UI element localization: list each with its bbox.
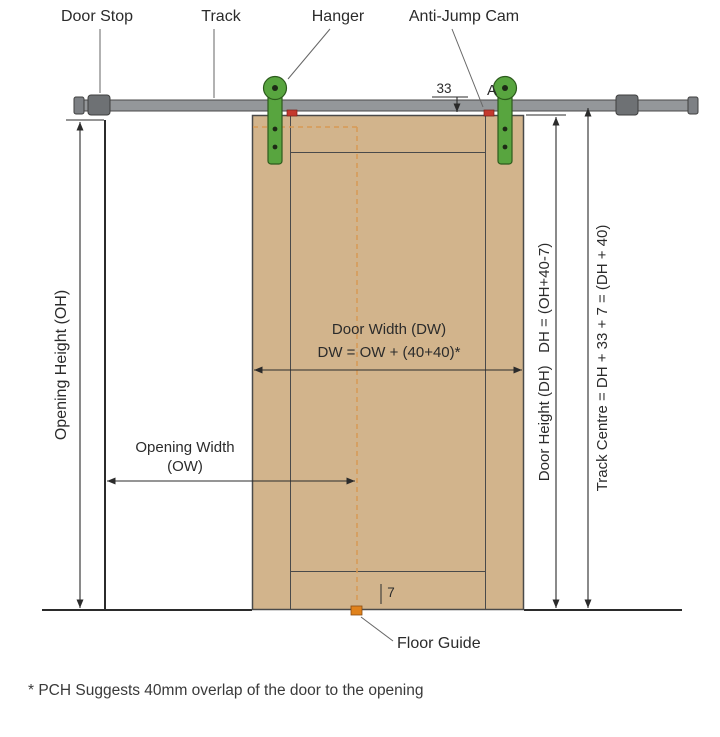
- hanger-left: [262, 75, 288, 165]
- opening-height-label: Opening Height (OH): [53, 290, 70, 440]
- floor-guide-label: Floor Guide: [397, 635, 481, 652]
- hanger-right-bolt-2: [502, 144, 508, 150]
- hanger-left-bolt-1: [272, 126, 278, 132]
- door-height-label: Door Height (DH) DH = (OH+40-7): [536, 243, 553, 481]
- opening-width-label-1: Opening Width: [135, 439, 234, 456]
- anti-jump-cam-leader: [451, 28, 484, 108]
- hanger-label: Hanger: [312, 8, 365, 25]
- door-stop-label: Door Stop: [61, 8, 133, 25]
- door-stop-left: [87, 94, 111, 116]
- footnote-text: * PCH Suggests 40mm overlap of the door …: [28, 682, 424, 699]
- anti-jump-cam-label: Anti-Jump Cam: [409, 8, 519, 25]
- hanger-left-bolt-2: [272, 144, 278, 150]
- track-centre-label: Track Centre = DH + 33 + 7 = (DH + 40): [594, 225, 611, 492]
- opening-width-label-2: (OW): [167, 458, 203, 475]
- hanger-right: [492, 75, 518, 165]
- anti-jump-cam-left: [286, 109, 298, 117]
- track-label: Track: [201, 8, 241, 25]
- door-panel: [251, 114, 525, 611]
- door-width-label-2: DW = OW + (40+40)*: [318, 344, 461, 361]
- door-width-label-1: Door Width (DW): [332, 321, 446, 338]
- track-end-cap-right: [687, 96, 699, 115]
- track-end-cap-left: [73, 96, 85, 115]
- dim-33-value: 33: [436, 81, 451, 96]
- hanger-right-wheel-hub: [502, 85, 508, 91]
- floor-guide-leader: [360, 616, 394, 642]
- floor-clearance-value: 7: [387, 585, 395, 600]
- hanger-left-wheel-hub: [272, 85, 278, 91]
- hanger-right-bolt-1: [502, 126, 508, 132]
- track-rail: [75, 99, 697, 112]
- door-stop-right: [615, 94, 639, 116]
- hanger-leader: [287, 28, 331, 80]
- anti-jump-cam-right: [483, 109, 495, 117]
- a-marker-label: A: [487, 82, 497, 99]
- floor-guide-block: [350, 605, 363, 616]
